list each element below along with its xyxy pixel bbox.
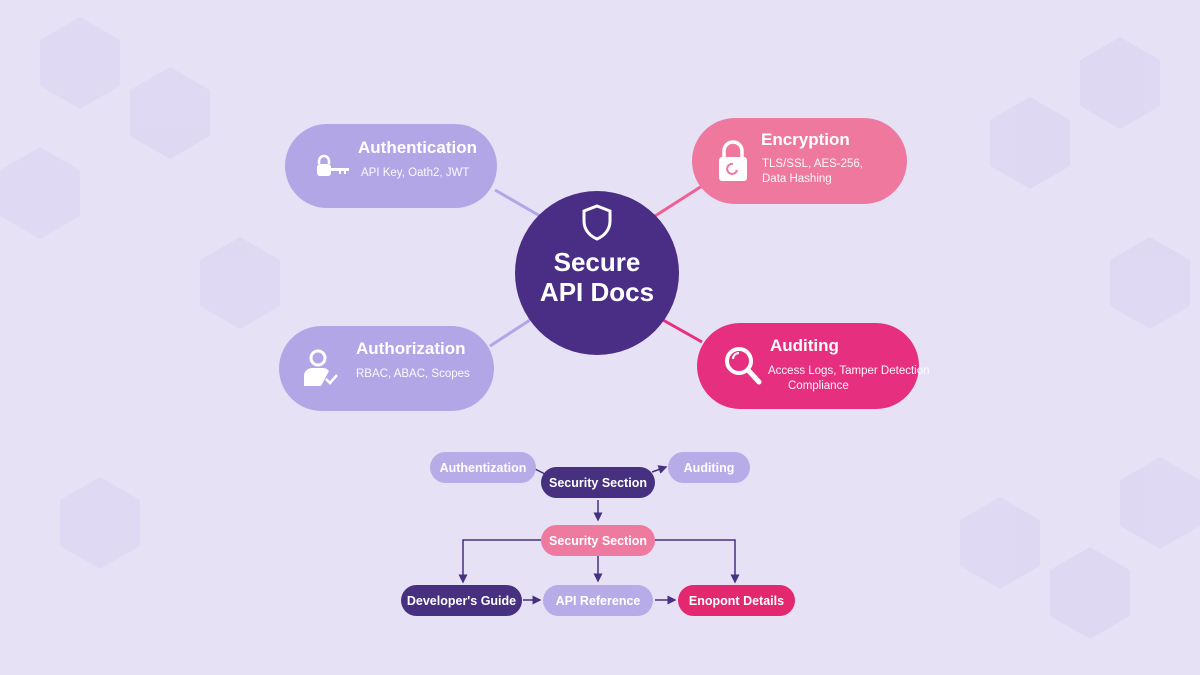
authentication-title: Authentication <box>358 138 477 157</box>
connector-auditing <box>662 318 703 344</box>
connector-authorization <box>489 318 531 348</box>
auditing-card: Auditing Access Logs, Tamper Detection C… <box>697 323 930 409</box>
key-lock-icon <box>317 154 349 176</box>
center-hub: Secure API Docs <box>515 191 679 355</box>
connector-authentication <box>494 188 541 218</box>
flow-auditing: Auditing <box>668 452 750 483</box>
auditing-title: Auditing <box>770 336 839 355</box>
shield-icon <box>582 204 612 241</box>
encryption-subtitle-1: TLS/SSL, AES-256, <box>762 158 864 170</box>
center-title-line1: Secure <box>553 247 641 277</box>
authentication-subtitle: API Key, Oath2, JWT <box>361 167 470 179</box>
flow-authentization: Authentization <box>430 452 536 483</box>
encryption-title: Encryption <box>761 130 850 149</box>
auditing-subtitle-2: Compliance <box>788 380 849 392</box>
flow-api-reference: API Reference <box>543 585 653 616</box>
encryption-subtitle-2: Data Hashing <box>762 173 832 185</box>
padlock-icon <box>719 140 747 181</box>
flow-endpoint-details: Enopont Details <box>678 585 795 616</box>
user-check-icon <box>304 349 338 386</box>
authorization-subtitle: RBAC, ABAC, Scopes <box>356 368 470 380</box>
encryption-card: Encryption TLS/SSL, AES-256, Data Hashin… <box>692 118 907 204</box>
center-title-line2: API Docs <box>539 277 655 307</box>
center-title: Secure API Docs <box>515 247 679 307</box>
flow-security-section-top: Security Section <box>541 467 655 498</box>
connector-encryption <box>654 184 703 218</box>
flow-developers-guide: Developer's Guide <box>401 585 522 616</box>
flow-security-section-mid: Security Section <box>541 525 655 556</box>
authorization-card: Authorization RBAC, ABAC, Scopes <box>279 326 494 411</box>
authorization-title: Authorization <box>356 339 466 358</box>
auditing-subtitle-1: Access Logs, Tamper Detection <box>768 365 930 377</box>
magnifier-icon <box>725 347 762 385</box>
authentication-card: Authentication API Key, Oath2, JWT <box>285 124 497 208</box>
